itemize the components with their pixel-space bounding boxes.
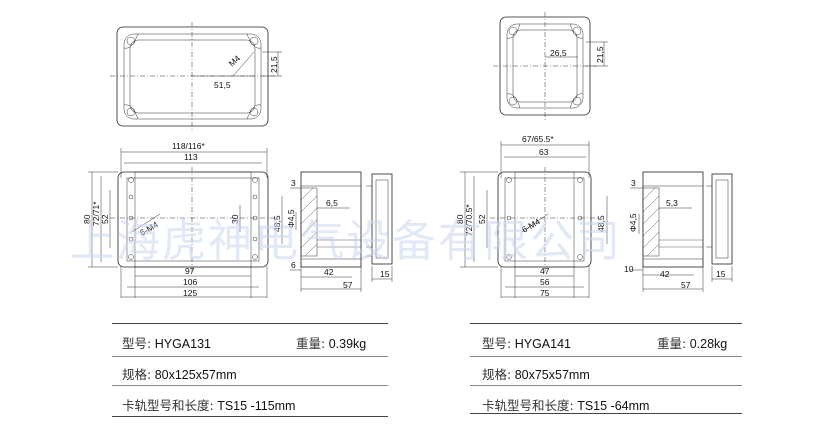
right-top-h-label: 21,5 <box>595 46 605 63</box>
right-spec-label: 规格: <box>482 367 512 382</box>
right-w56-label: 56 <box>540 277 550 287</box>
left-top-w-label: 51,5 <box>214 80 231 90</box>
right-h52-label: 52 <box>477 214 487 224</box>
left-s65-label: 6,5 <box>326 198 338 208</box>
left-w97-label: 97 <box>185 266 195 276</box>
right-s42-label: 42 <box>660 269 670 279</box>
left-top-h-label: 21,5 <box>269 56 279 73</box>
right-s53-label: 5,3 <box>666 198 678 208</box>
right-rule-4 <box>470 413 742 414</box>
right-height-b-label: 72/70.5* <box>464 204 474 236</box>
left-s3-label: 3 <box>291 178 296 188</box>
right-rail-value: TS15 -64mm <box>577 399 650 413</box>
right-s10-label: 10 <box>624 264 634 274</box>
left-spec-row: 规格: 80x125x57mm <box>122 364 237 383</box>
right-height-label: 80 <box>455 214 465 224</box>
left-s42-label: 42 <box>324 267 334 277</box>
right-w75-label: 75 <box>540 288 550 298</box>
right-overall-w-label: 67/65.5* <box>522 134 554 144</box>
left-rule-4 <box>112 416 388 417</box>
left-height-b-label: 72/71* <box>91 201 101 226</box>
left-spec-value: 80x125x57mm <box>154 368 237 382</box>
left-height-label: 80 <box>82 214 92 224</box>
left-end-view: 15 <box>366 173 393 282</box>
left-spec-label: 规格: <box>122 367 152 382</box>
left-s57-label: 57 <box>343 280 353 290</box>
right-model-label: 型号: <box>482 336 512 351</box>
watermark-text: 上海虎神电气设备有限公司 <box>70 216 622 267</box>
left-model-value: HYGA131 <box>154 337 211 351</box>
right-w47-label: 47 <box>540 266 550 276</box>
right-weight-label: 重量: <box>657 336 687 351</box>
right-s48-label: 48,5 <box>596 215 606 232</box>
right-end-view: 15 <box>706 173 733 282</box>
left-model-row: 型号: HYGA131 <box>122 333 211 352</box>
left-top-view: 21,5 51,5 M4 <box>110 22 282 131</box>
left-w106-label: 106 <box>183 277 197 287</box>
right-s3-label: 3 <box>631 178 636 188</box>
right-s15-label: 15 <box>716 269 726 279</box>
left-s15-label: 15 <box>380 269 390 279</box>
right-rule-1 <box>470 323 742 324</box>
right-s57-label: 57 <box>681 280 691 290</box>
right-model-row: 型号: HYGA141 <box>482 333 571 352</box>
left-front-view: 118/116* 113 6-M4 80 72/71* 52 30 <box>82 141 275 298</box>
left-phi-label: Φ4,5 <box>286 209 296 228</box>
right-phi-label: Φ4,5 <box>628 213 638 232</box>
right-top-view: 26,5 21,5 <box>493 12 608 120</box>
right-front-view: 67/65.5* 63 6-M4 80 72/70.5* 52 47 56 <box>455 134 598 298</box>
left-overall-w-label: 118/116* <box>172 141 205 151</box>
right-side-view: 3 5,3 Φ4,5 48,5 10 42 57 <box>596 171 704 292</box>
right-top-w-label: 26,5 <box>550 48 567 58</box>
right-spec-value: 80x75x57mm <box>514 368 590 382</box>
left-rail-row: 卡轨型号和长度: TS15 -115mm <box>122 395 295 414</box>
left-rule-3 <box>112 385 388 386</box>
left-inner-w-label: 113 <box>184 152 198 162</box>
left-w125-label: 125 <box>183 288 197 298</box>
right-spec-row: 规格: 80x75x57mm <box>482 364 590 383</box>
left-weight-row: 重量: 0.39kg <box>296 333 366 352</box>
right-model-value: HYGA141 <box>514 337 571 351</box>
left-rail-label: 卡轨型号和长度: <box>122 398 214 413</box>
left-h52-label: 52 <box>100 214 110 224</box>
left-weight-label: 重量: <box>296 336 326 351</box>
left-rule-2 <box>112 356 388 357</box>
left-model-label: 型号: <box>122 336 152 351</box>
right-weight-row: 重量: 0.28kg <box>657 333 727 352</box>
left-rule-1 <box>112 323 388 324</box>
right-rule-3 <box>470 385 742 386</box>
right-weight-value: 0.28kg <box>689 337 728 351</box>
left-top-thread-label: M4 <box>227 53 243 69</box>
left-side-view: 3 6,5 Φ4,5 48,5 6 42 57 <box>272 171 362 292</box>
right-rail-label: 卡轨型号和长度: <box>482 398 574 413</box>
left-weight-value: 0.39kg <box>328 337 367 351</box>
left-rail-value: TS15 -115mm <box>217 399 296 413</box>
right-inner-w-label: 63 <box>539 147 549 157</box>
right-rule-2 <box>470 356 742 357</box>
left-s6-label: 6 <box>291 260 296 270</box>
left-s48-label: 48,5 <box>272 215 282 232</box>
left-h30-label: 30 <box>230 214 240 224</box>
right-rail-row: 卡轨型号和长度: TS15 -64mm <box>482 395 649 414</box>
